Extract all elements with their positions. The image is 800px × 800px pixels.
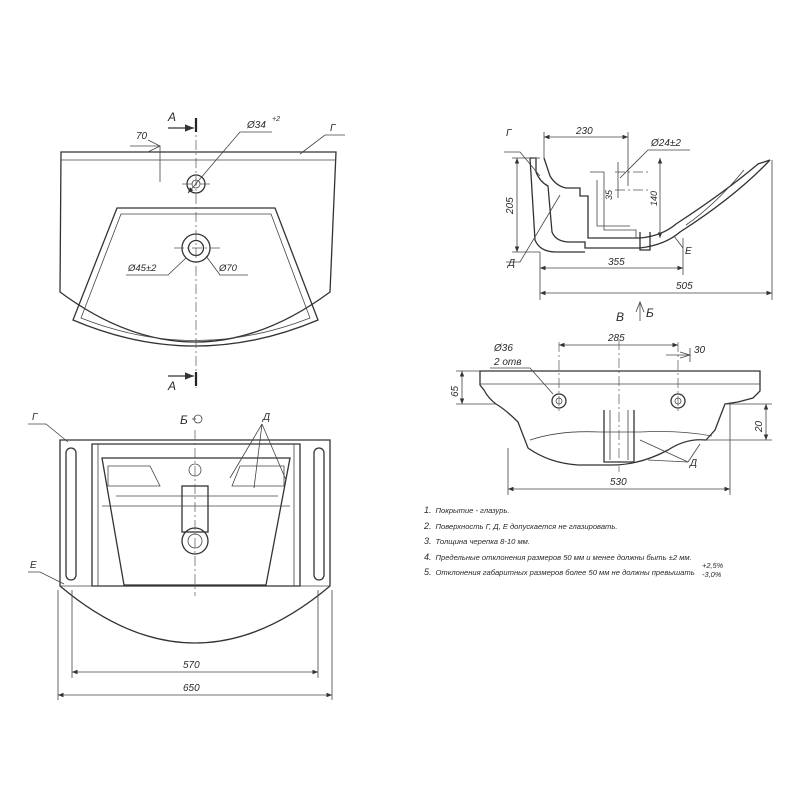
letter-g-bottom: Г (32, 412, 39, 423)
note-3: 3.Толщина черепка 8-10 мм. (424, 536, 530, 547)
dim-65: 65 (450, 385, 461, 397)
dim-570: 570 (183, 660, 200, 671)
letter-g-side: Г (506, 128, 513, 139)
dim-drain-outer: Ø70 (218, 263, 238, 274)
dim-front-hole: Ø36 (493, 343, 513, 354)
dim-front-hole-count: 2 отв (493, 357, 521, 368)
technical-notes: 1.Покрытие - глазурь. 2.Поверхность Г, Д… (424, 503, 764, 581)
dim-530: 530 (610, 477, 627, 488)
section-a-bottom-label: А (167, 379, 176, 393)
side-outer-profile (530, 157, 771, 249)
tolerance-minus: -3,0% (702, 570, 722, 579)
bottom-left-slot (65, 447, 77, 581)
note-1: 1.Покрытие - глазурь. (424, 505, 510, 515)
note-5: 5.Отклонения габаритных размеров более 5… (424, 567, 695, 578)
dim-650: 650 (183, 683, 200, 694)
note-2: 2.Поверхность Г, Д, Е допускается не гла… (424, 520, 618, 531)
dim-30: 30 (694, 345, 706, 356)
front-view: В Б 285 30 Ø36 2 отв 65 (450, 300, 772, 495)
bottom-view: Б Г Д Е 570 (28, 412, 333, 700)
letter-d-bottom: Д (262, 412, 270, 423)
dim-140: 140 (649, 191, 659, 206)
side-inner-profile (543, 157, 771, 239)
side-section-view: 230 Ø24±2 205 35 140 Г Д Е 355 505 (504, 126, 773, 300)
bottom-outer-outline (59, 439, 331, 644)
bottom-inner-frame (91, 443, 301, 587)
dim-205: 205 (505, 197, 516, 215)
front-outline (479, 370, 761, 466)
dim-35: 35 (604, 189, 614, 200)
front-label-v: В (616, 310, 624, 324)
letter-g-top: Г (330, 123, 337, 134)
letter-e-bottom: Е (30, 560, 37, 571)
bottom-right-slot (313, 447, 325, 581)
letter-e-side: Е (685, 246, 692, 257)
basin-outline-top (59, 151, 337, 343)
dim-285: 285 (607, 333, 625, 344)
letter-d-side: Д (507, 258, 515, 269)
dim-drain: Ø45±2 (127, 263, 157, 274)
dim-230: 230 (575, 126, 593, 137)
bowl-inner-top (72, 207, 319, 347)
letter-d-front: Д (689, 458, 697, 469)
note-4: 4.Предельные отклонения размеров 50 мм и… (424, 551, 692, 562)
dim-355: 355 (608, 257, 625, 268)
front-tap-hole-right (670, 393, 686, 409)
top-view: А А 70 Ø34 +2 Г Ø45±2 Ø70 (59, 110, 345, 393)
dim-tap-hole: Ø34 (246, 120, 266, 131)
dim-20: 20 (754, 420, 765, 433)
section-a-top-label: А (167, 110, 176, 124)
front-tap-hole-left (551, 393, 567, 409)
dim-tap-hole-tolerance: +2 (272, 116, 280, 123)
tolerance-stack: +2,5% -3,0% (702, 561, 723, 579)
front-label-b: Б (646, 306, 654, 320)
tolerance-plus: +2,5% (702, 561, 724, 570)
dim-overflow: Ø24±2 (650, 138, 681, 149)
dim-70-top: 70 (136, 131, 148, 142)
bottom-label-b: Б (180, 413, 188, 427)
dim-505: 505 (676, 281, 693, 292)
